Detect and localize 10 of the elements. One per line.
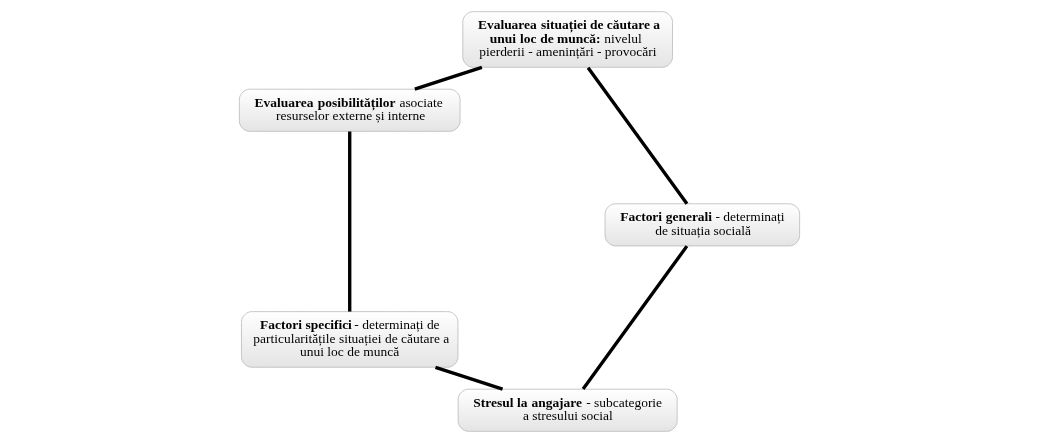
connector: [347, 131, 351, 312]
node-box: Stresul la angajare - subcategorie a stresului social: [457, 388, 678, 432]
connector: [434, 365, 503, 391]
connector: [586, 66, 688, 205]
node-box: Evaluarea posibilităților asociate resurselor externe și interne: [238, 88, 460, 132]
node-box: Factori generali - determinați de situația socială: [604, 203, 800, 247]
node-box: Evaluarea situației de căutare a unui loc de muncă: nivelul pierderii - amenințări - provocări: [461, 11, 673, 68]
connector: [581, 245, 688, 390]
connector: [413, 65, 482, 91]
node-box: Factori specifici - determinați de particularitățile situației de căutare a unui loc de muncă: [240, 311, 458, 368]
